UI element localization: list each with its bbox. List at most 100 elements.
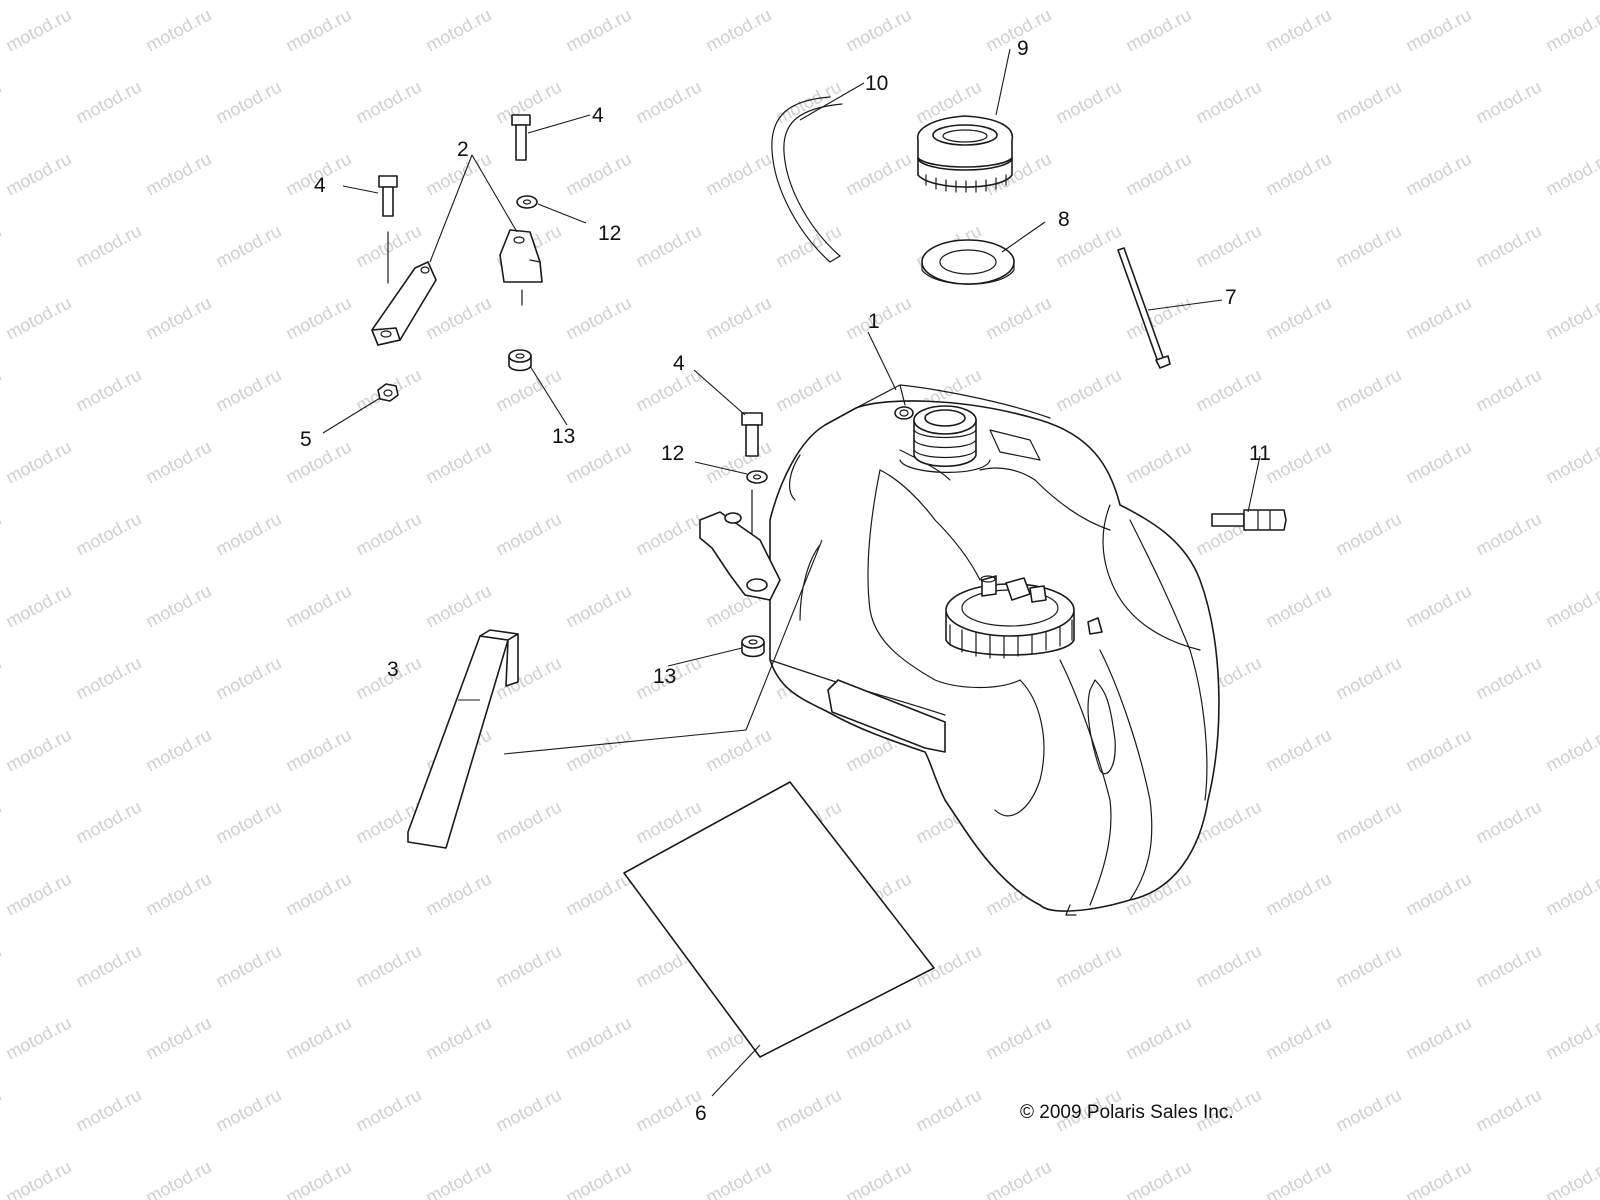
- watermark-text: motod.ru: [1262, 725, 1334, 776]
- watermark-text: motod.ru: [1262, 149, 1334, 200]
- part-13-spacer-center: [741, 635, 765, 658]
- watermark-text: motod.ru: [1402, 437, 1474, 488]
- watermark-text: motod.ru: [0, 797, 5, 848]
- watermark-text: motod.ru: [702, 725, 774, 776]
- watermark-text: motod.ru: [1402, 1013, 1474, 1064]
- watermark-text: motod.ru: [1332, 77, 1404, 128]
- watermark-text: motod.ru: [212, 509, 284, 560]
- callout-13-center: 13: [653, 665, 676, 688]
- part-7-rod: [1117, 247, 1171, 369]
- watermark-text: motod.ru: [212, 797, 284, 848]
- watermark-text: motod.ru: [142, 1157, 214, 1200]
- watermark-text: motod.ru: [1262, 293, 1334, 344]
- watermark-text: motod.ru: [72, 653, 144, 704]
- watermark-text: motod.ru: [1192, 221, 1264, 272]
- watermark-text: motod.ru: [2, 293, 74, 344]
- watermark-text: motod.ru: [1332, 941, 1404, 992]
- callout-4-center: 4: [673, 352, 685, 375]
- watermark-text: motod.ru: [492, 1085, 564, 1136]
- watermark-text: motod.ru: [1472, 653, 1544, 704]
- part-4-bolt-top: [511, 114, 531, 161]
- watermark-text: motod.ru: [212, 221, 284, 272]
- watermark-text: motod.ru: [1472, 509, 1544, 560]
- watermark-text: motod.ru: [212, 941, 284, 992]
- watermark-text: motod.ru: [492, 653, 564, 704]
- watermark-text: motod.ru: [562, 1157, 634, 1200]
- watermark-text: motod.ru: [702, 149, 774, 200]
- leader-lines: [322, 48, 1261, 1097]
- watermark-text: motod.ru: [352, 941, 424, 992]
- watermark-text: motod.ru: [1332, 509, 1404, 560]
- watermark-text: motod.ru: [1542, 1157, 1600, 1200]
- watermark-text: motod.ru: [562, 1013, 634, 1064]
- watermark-text: motod.ru: [2, 1157, 74, 1200]
- watermark-text: motod.ru: [1472, 941, 1544, 992]
- watermark-text: motod.ru: [2, 1013, 74, 1064]
- callout-13-top: 13: [552, 425, 575, 448]
- watermark-text: motod.ru: [1402, 5, 1474, 56]
- callout-7: 7: [1225, 286, 1237, 309]
- watermark-text: motod.ru: [142, 725, 214, 776]
- watermark-text: motod.ru: [1262, 437, 1334, 488]
- watermark-text: motod.ru: [842, 149, 914, 200]
- watermark-text: motod.ru: [72, 509, 144, 560]
- watermark-text: motod.ru: [2, 581, 74, 632]
- watermark-text: motod.ru: [1122, 1013, 1194, 1064]
- watermark-text: motod.ru: [282, 293, 354, 344]
- watermark-text: motod.ru: [1542, 293, 1600, 344]
- watermark-text: motod.ru: [72, 941, 144, 992]
- callout-11: 11: [1249, 442, 1271, 465]
- watermark-text: motod.ru: [282, 725, 354, 776]
- watermark-text: motod.ru: [0, 941, 5, 992]
- watermark-text: motod.ru: [1542, 5, 1600, 56]
- watermark-text: motod.ru: [492, 365, 564, 416]
- watermark-text: motod.ru: [282, 5, 354, 56]
- watermark-text: motod.ru: [632, 77, 704, 128]
- watermark-text: motod.ru: [1192, 77, 1264, 128]
- watermark-text: motod.ru: [1472, 1085, 1544, 1136]
- part-13-spacer-top: [508, 349, 532, 372]
- callout-10: 10: [865, 72, 888, 95]
- watermark-text: motod.ru: [1052, 365, 1124, 416]
- watermark-text: motod.ru: [1542, 581, 1600, 632]
- watermark-text: motod.ru: [72, 365, 144, 416]
- watermark-text: motod.ru: [1122, 437, 1194, 488]
- watermark-text: motod.ru: [422, 1013, 494, 1064]
- watermark-text: motod.ru: [1262, 1157, 1334, 1200]
- watermark-text: motod.ru: [422, 581, 494, 632]
- watermark-text: motod.ru: [562, 293, 634, 344]
- watermark-text: motod.ru: [2, 5, 74, 56]
- watermark-text: motod.ru: [0, 1085, 5, 1136]
- watermark-text: motod.ru: [212, 1085, 284, 1136]
- watermark-text: motod.ru: [282, 581, 354, 632]
- watermark-text: motod.ru: [632, 221, 704, 272]
- watermark-text: motod.ru: [562, 725, 634, 776]
- watermark-text: motod.ru: [422, 869, 494, 920]
- watermark-text: motod.ru: [0, 221, 5, 272]
- callout-4-left: 4: [314, 174, 326, 197]
- watermark-text: motod.ru: [352, 509, 424, 560]
- watermark-text: motod.ru: [702, 293, 774, 344]
- watermark-text: motod.ru: [702, 5, 774, 56]
- watermark-text: motod.ru: [2, 725, 74, 776]
- callout-4-top: 4: [592, 104, 604, 127]
- callout-5: 5: [300, 428, 312, 451]
- watermark-text: motod.ru: [982, 1013, 1054, 1064]
- watermark-text: motod.ru: [72, 77, 144, 128]
- watermark-text: motod.ru: [1192, 365, 1264, 416]
- watermark-text: motod.ru: [142, 149, 214, 200]
- part-12-washer-center: [746, 470, 768, 484]
- watermark-text: motod.ru: [1402, 581, 1474, 632]
- callouts: 1 2 3 4 4 4 5 6 7 8 9 10 11 12 12 13 13: [300, 37, 1271, 1125]
- watermark-text: motod.ru: [142, 437, 214, 488]
- watermark-text: motod.ru: [702, 1157, 774, 1200]
- watermark-text: motod.ru: [0, 509, 5, 560]
- watermark-text: motod.ru: [1192, 941, 1264, 992]
- watermark-text: motod.ru: [2, 149, 74, 200]
- watermark-text: motod.ru: [142, 5, 214, 56]
- watermark-text: motod.ru: [1052, 77, 1124, 128]
- callout-2: 2: [457, 138, 469, 161]
- part-1-fuel-tank: [699, 384, 1220, 916]
- watermark-text: motod.ru: [1542, 725, 1600, 776]
